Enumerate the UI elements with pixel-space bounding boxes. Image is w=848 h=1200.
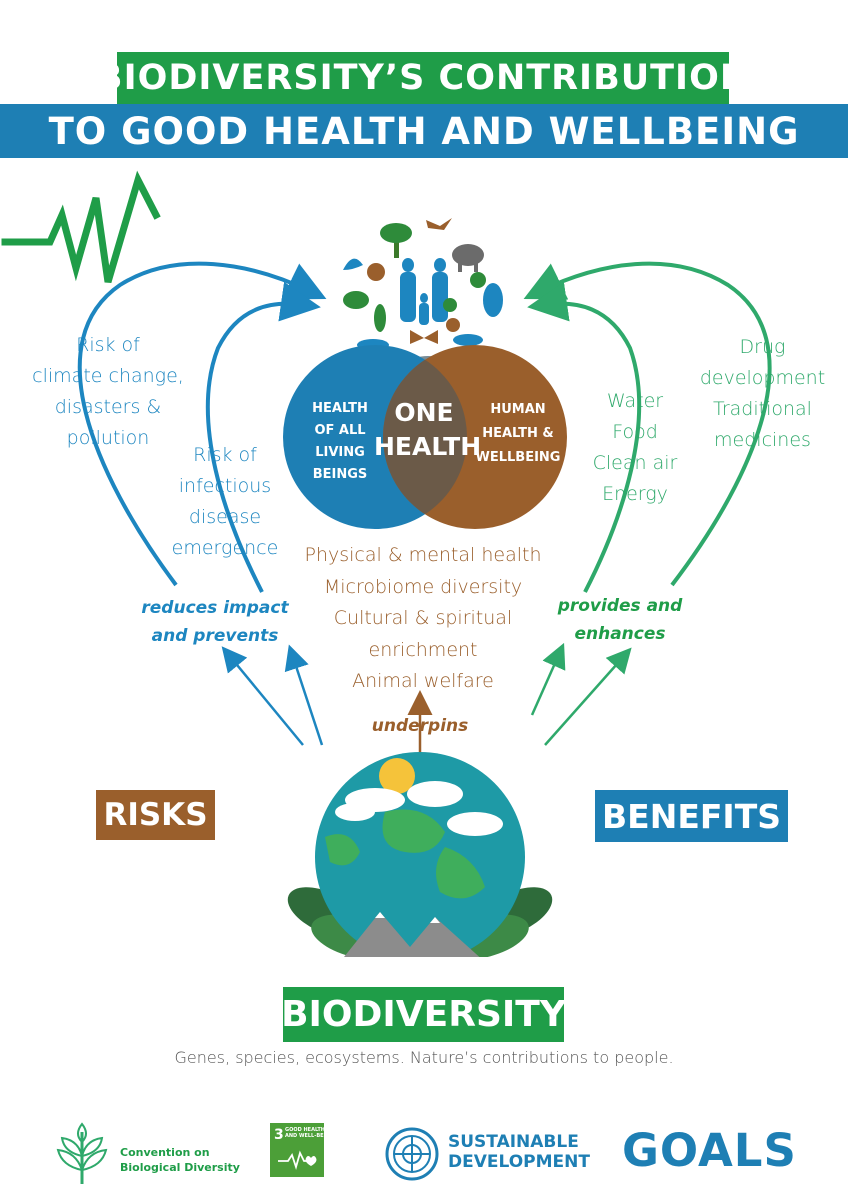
venn-right-label: HUMAN HEALTH & WELLBEING [475, 402, 561, 465]
bird-icon [426, 218, 452, 230]
risk-curve-inner [205, 281, 321, 593]
benefits-label: BENEFITS [595, 790, 788, 842]
deer-icon [446, 318, 460, 332]
shark-icon [483, 283, 503, 317]
sdg3-number: 3 [274, 1127, 284, 1143]
frog-icon [470, 272, 486, 288]
title-line-2: TO GOOD HEALTH AND WELLBEING [0, 104, 848, 158]
dolphin-left-icon [343, 258, 363, 270]
heartbeat-heart-icon [278, 1150, 317, 1171]
one-health-venn [283, 345, 567, 529]
benefit-curve-inner [527, 281, 642, 593]
sun-icon [379, 758, 415, 794]
sdg-goals-wordmark: GOALS [622, 1124, 797, 1177]
fish-icon [453, 334, 483, 346]
un-emblem-icon [385, 1127, 439, 1181]
biodiversity-label: BIODIVERSITY [281, 987, 566, 1042]
turtle-icon [343, 291, 369, 309]
health-outcomes-list: Physical & mental health Microbiome dive… [304, 544, 542, 692]
benefit-curve-outer [523, 261, 772, 587]
monkey-icon [367, 263, 385, 281]
sdg3-text: GOOD HEALTH AND WELL-BEING [285, 1127, 334, 1139]
family-icon [402, 258, 414, 272]
risk-infectious-text: Risk of infectious disease emergence [171, 444, 279, 559]
risks-label: RISKS [96, 790, 215, 840]
venn-left-label: HEALTH OF ALL LIVING BEINGS [312, 401, 368, 482]
risk-curve-outer [77, 261, 327, 587]
lizard-icon [374, 304, 386, 332]
sdg3-logo: 3 GOOD HEALTH AND WELL-BEING [270, 1123, 334, 1177]
sdg-wordmark: SUSTAINABLE DEVELOPMENT [448, 1132, 590, 1172]
leaf-icon [443, 298, 457, 312]
butterfly-icon [410, 330, 438, 344]
cbd-logo-text: Convention on Biological Diversity [120, 1146, 240, 1174]
underpins-label: underpins [371, 716, 469, 736]
title-line-1: BIODIVERSITY’S CONTRIBUTION [96, 52, 749, 104]
venn-center-label: ONE HEALTH [374, 398, 482, 461]
earth-illustration [287, 752, 553, 974]
elephant-icon [452, 244, 484, 266]
risks-action-text: reduces impact and prevents [141, 598, 289, 646]
benefits-medicine-text: Drug development Traditional medicines [699, 336, 826, 451]
benefits-basic-text: Water Food Clean air Energy [592, 390, 678, 505]
tree-icon [394, 238, 399, 258]
biodiversity-subtitle: Genes, species, ecosystems. Nature’s con… [174, 1048, 674, 1067]
mountains-icon [340, 912, 485, 962]
heartbeat-icon [1, 170, 161, 283]
benefits-action-text: provides and enhances [557, 596, 683, 644]
risk-climate-text: Risk of climate change, disasters & poll… [32, 334, 184, 449]
cbd-logo-icon [56, 1122, 108, 1184]
